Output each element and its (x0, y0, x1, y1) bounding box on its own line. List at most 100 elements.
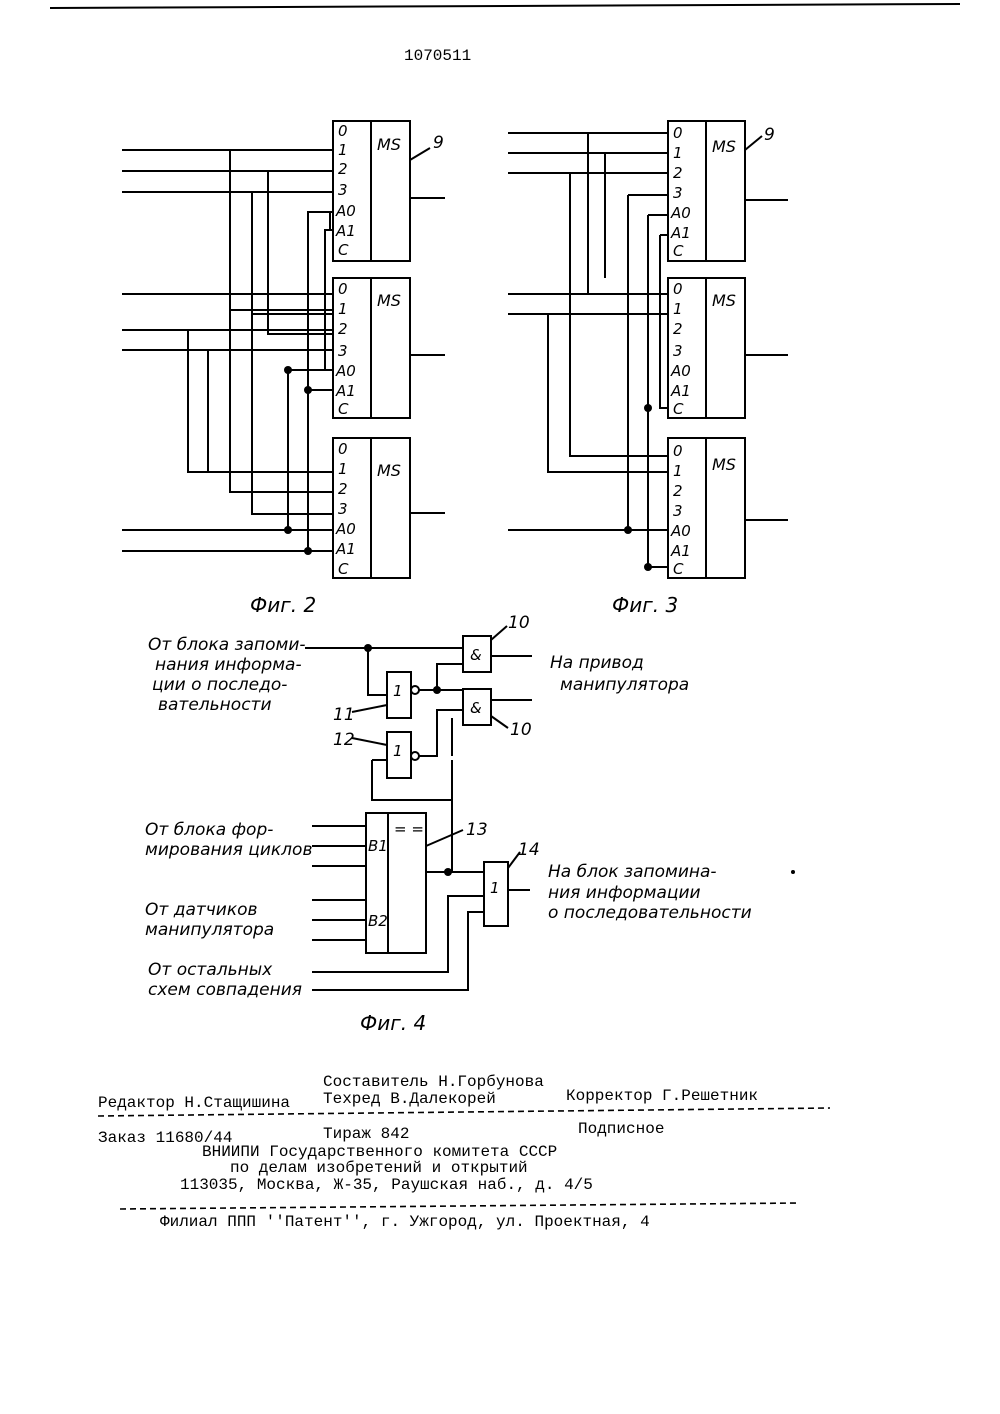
and-gate-top: & (463, 636, 491, 672)
svg-text:о последовательности: о последовательности (548, 903, 752, 923)
pin-label: C (673, 560, 684, 578)
ref-and-top: 10 (508, 613, 530, 633)
pin-label: 3 (338, 500, 348, 518)
comparator-13: = = B1 B2 (366, 813, 426, 953)
pin-label: 2 (673, 482, 683, 500)
fig2-chip-3: MS 0 1 2 3 A0 A1 C (333, 438, 410, 578)
pin-label: 0 (673, 280, 683, 298)
svg-text:мирования циклов: мирования циклов (145, 840, 312, 860)
svg-text:От блока запоми-: От блока запоми- (148, 635, 306, 655)
ref-not-bottom: 12 (333, 730, 355, 750)
svg-text:От остальных: От остальных (148, 960, 273, 980)
pin-label: 1 (673, 462, 683, 480)
pin-label: C (338, 241, 349, 259)
fig3-caption: Фиг. 3 (612, 593, 678, 617)
chip-label: MS (377, 461, 401, 480)
fig4-output-drive-label: На привод манипулятора (550, 653, 689, 695)
pin-label: 0 (338, 122, 348, 140)
pin-label: A0 (670, 362, 691, 380)
pin-label: 3 (673, 342, 683, 360)
svg-text:ции о последо-: ции о последо- (152, 675, 287, 695)
or-gate-14: 1 (484, 862, 508, 926)
svg-text:ния информации: ния информации (548, 883, 701, 903)
and-gate-bottom: & (463, 689, 491, 725)
pin-label: A1 (335, 382, 356, 400)
pin-label: A0 (670, 522, 691, 540)
pin-label: A1 (670, 224, 691, 242)
svg-text:B2: B2 (368, 912, 388, 930)
footer-corrector: Корректор Г.Решетник (566, 1087, 758, 1105)
fig4-input-memory-label: От блока запоми- нания информа- ции о по… (148, 635, 306, 715)
pin-label: A1 (670, 542, 691, 560)
ref-and-bottom: 10 (510, 720, 532, 740)
fig4-output-memory-label: На блок запомина- ния информации о после… (548, 862, 752, 923)
fig4-input-cycle-label: От блока фор- мирования циклов (145, 820, 312, 860)
footer-circulation: Тираж 842 (323, 1125, 409, 1143)
pin-label: A1 (335, 222, 356, 240)
chip-label: MS (712, 291, 736, 310)
colophon: Составитель Н.Горбунова Редактор Н.Стащи… (98, 1073, 830, 1231)
footer-divider-2 (120, 1203, 800, 1209)
fig3-chip-2: MS 0 1 2 3 A0 A1 C (668, 278, 745, 418)
pin-label: 1 (673, 144, 683, 162)
pin-label: 0 (673, 124, 683, 142)
not-gate-12: 1 (387, 732, 419, 778)
pin-label: 2 (673, 320, 683, 338)
svg-text:B1: B1 (368, 837, 388, 855)
top-border (50, 4, 960, 8)
footer-editor: Редактор Н.Стащишина (98, 1094, 290, 1112)
pin-label: A0 (335, 362, 356, 380)
fig3-chip-1: MS 0 1 2 3 A0 A1 C (668, 121, 745, 261)
pin-label: 0 (338, 440, 348, 458)
svg-text:1: 1 (393, 742, 403, 760)
svg-text:От датчиков: От датчиков (145, 900, 258, 920)
pin-label: 1 (338, 300, 348, 318)
pin-label: A0 (335, 520, 356, 538)
ref-comparator: 13 (466, 820, 488, 840)
footer-subscription: Подписное (578, 1120, 664, 1138)
chip-label: MS (712, 137, 736, 156)
stray-dot (791, 870, 795, 874)
svg-text:1: 1 (393, 682, 403, 700)
pin-label: 2 (338, 320, 348, 338)
fig4-input-sensors-label: От датчиков манипулятора (145, 900, 274, 940)
fig3-ref-number: 9 (764, 125, 775, 145)
pin-label: 1 (338, 141, 348, 159)
pin-label: 1 (338, 460, 348, 478)
footer-org2: по делам изобретений и открытий (230, 1159, 528, 1177)
pin-label: 1 (673, 300, 683, 318)
figure-2: MS 0 1 2 3 A0 A1 C 9 MS 0 1 2 3 A0 A1 C (122, 121, 445, 617)
svg-text:нания информа-: нания информа- (155, 655, 302, 675)
fig2-chip-1: MS 0 1 2 3 A0 A1 C (333, 121, 410, 261)
pin-label: 2 (338, 160, 348, 178)
fig4-input-others-label: От остальных схем совпадения (148, 960, 302, 1000)
pin-label: C (673, 400, 684, 418)
figure-4: От блока запоми- нания информа- ции о по… (145, 613, 752, 1035)
svg-text:= =: = = (394, 820, 424, 838)
svg-text:От блока фор-: От блока фор- (145, 820, 273, 840)
chip-label: MS (377, 135, 401, 154)
svg-text:&: & (470, 646, 482, 664)
figure-3: MS 0 1 2 3 A0 A1 C 9 MS 0 1 2 3 A0 A1 C (508, 121, 788, 617)
chip-label: MS (712, 455, 736, 474)
svg-text:манипулятора: манипулятора (145, 920, 274, 940)
fig4-caption: Фиг. 4 (360, 1011, 426, 1035)
svg-text:манипулятора: манипулятора (560, 675, 689, 695)
pin-label: A0 (670, 204, 691, 222)
pin-label: 3 (338, 342, 348, 360)
pin-label: 3 (338, 181, 348, 199)
pin-label: 2 (673, 164, 683, 182)
footer-compiler: Составитель Н.Горбунова (323, 1073, 544, 1091)
footer-tech: Техред В.Далекорей (323, 1090, 496, 1108)
svg-text:На привод: На привод (550, 653, 644, 673)
footer-branch: Филиал ППП ''Патент'', г. Ужгород, ул. П… (160, 1213, 650, 1231)
svg-text:1: 1 (490, 879, 500, 897)
svg-text:вательности: вательности (158, 695, 272, 715)
fig2-chip-2: MS 0 1 2 3 A0 A1 C (333, 278, 410, 418)
pin-label: C (338, 400, 349, 418)
ref-or-out: 14 (518, 840, 540, 860)
not-gate-11: 1 (387, 672, 419, 718)
footer-address: 113035, Москва, Ж-35, Раушская наб., д. … (180, 1176, 593, 1194)
fig3-wiring (508, 133, 668, 571)
